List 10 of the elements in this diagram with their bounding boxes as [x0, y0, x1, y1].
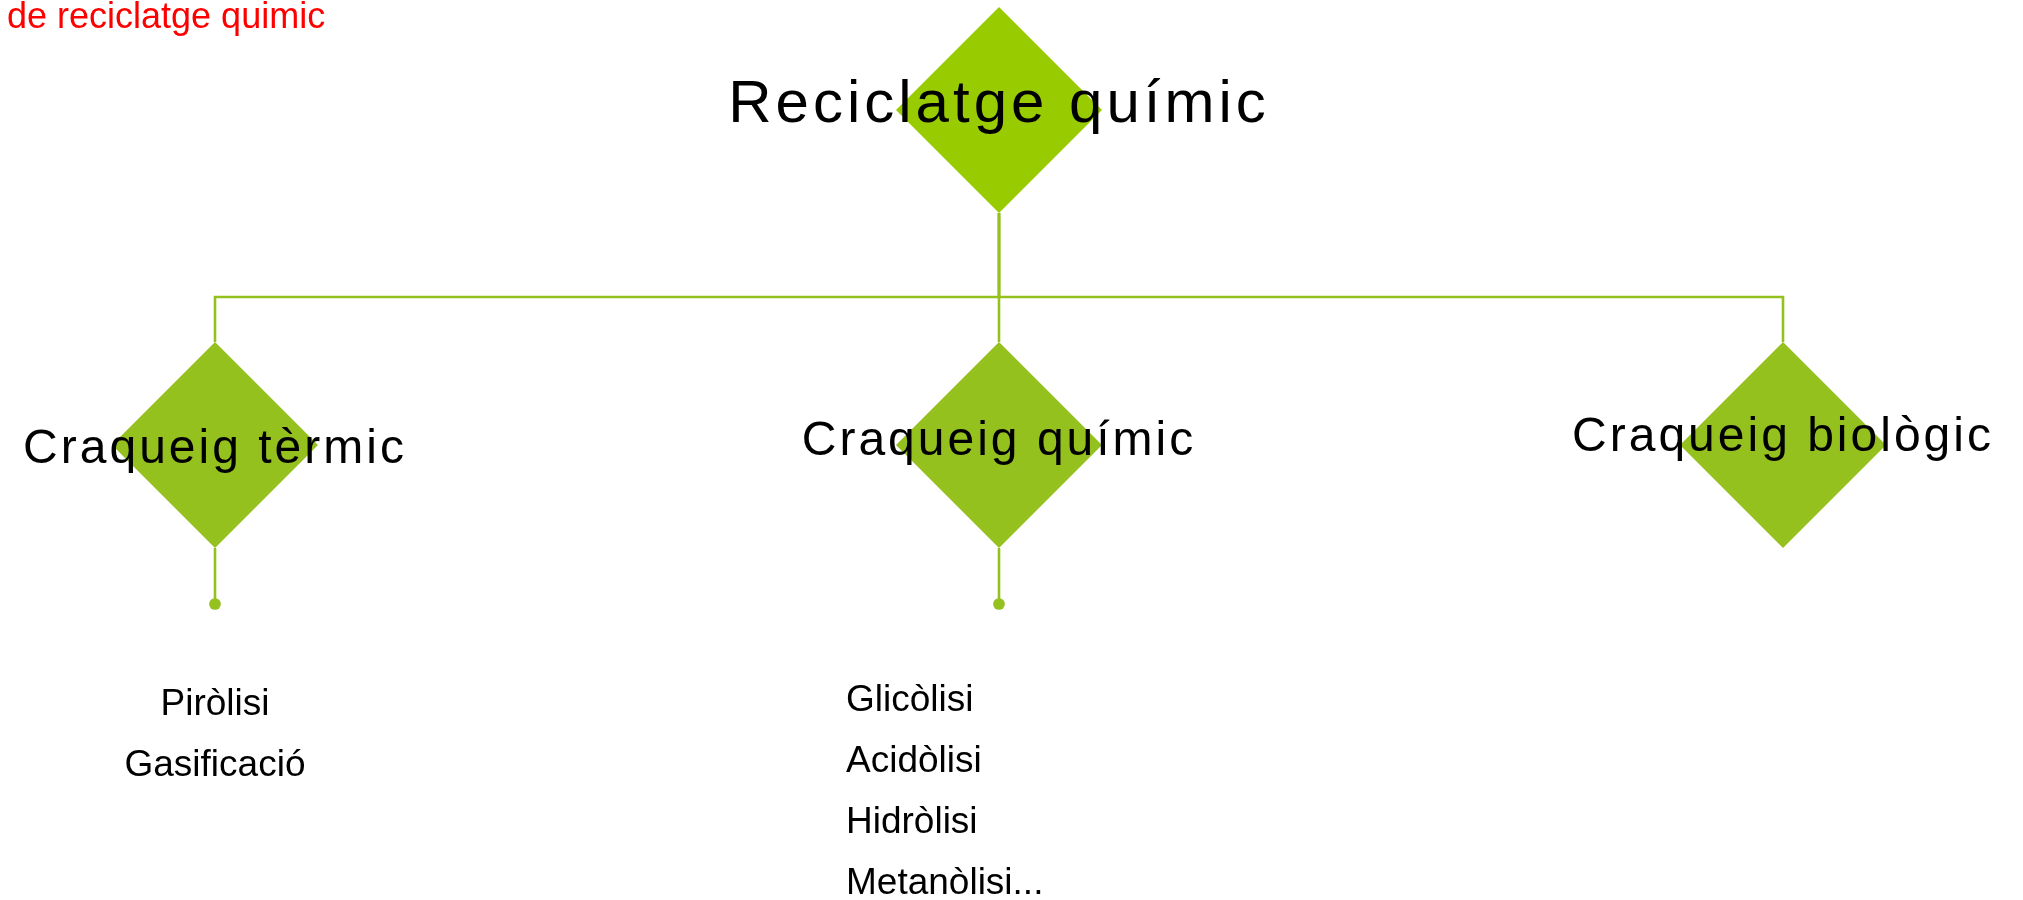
- method-label: Acidòlisi: [846, 738, 982, 782]
- method-label: Piròlisi: [160, 681, 270, 725]
- method-label: Glicòlisi: [846, 677, 974, 721]
- method-label: Hidròlisi: [846, 799, 978, 843]
- connector-line: [997, 213, 1785, 342]
- method-label: Gasificació: [124, 742, 306, 786]
- heading-fragment: de reciclatge quimic: [7, 0, 326, 38]
- connector-line: [209, 548, 221, 610]
- method-label: Metanòlisi...: [846, 860, 1044, 900]
- connector-line: [993, 548, 1005, 610]
